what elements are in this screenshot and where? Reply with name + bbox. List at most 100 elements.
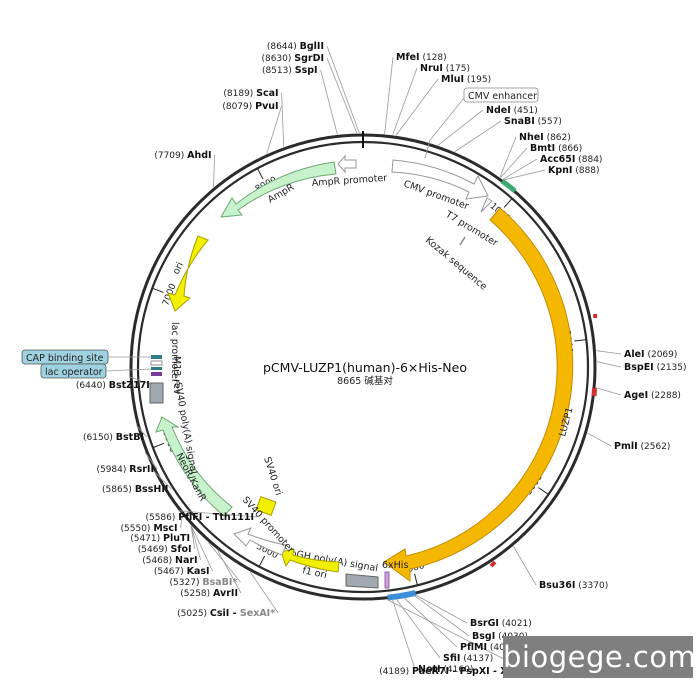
age-mark: [591, 387, 597, 397]
site-label: BsrGI (4021): [470, 618, 532, 629]
site-leader: [499, 136, 517, 178]
site-leader: [136, 425, 148, 438]
site-label: PmlI (2562): [614, 441, 670, 452]
feature-label-ampr-promoter: AmpR promoter: [311, 173, 387, 189]
site-label: SnaBI (557): [504, 116, 562, 127]
site-label: KpnI (888): [548, 165, 600, 176]
site-label: (6440) BstZ17I: [76, 380, 150, 391]
feature-cmv-promoter: [391, 159, 489, 200]
site-label: Bsu36I (3370): [539, 580, 608, 591]
site-leader: [403, 597, 458, 648]
feature-label-m13-rev: M13 rev: [171, 356, 182, 395]
site-leader: [266, 105, 282, 154]
site-label: (5468) NarI: [142, 555, 197, 566]
feature-luzp1: [383, 207, 574, 582]
feature-label-f1-ori: f1 ori: [301, 565, 328, 581]
feature-m13-mark: [151, 372, 162, 376]
site-label: (5327) BsaBI*: [170, 577, 238, 588]
site-label: (5025) CsiI - SexAI*: [177, 608, 275, 619]
site-label: (8630) SgrDI: [261, 53, 324, 64]
site-leader: [391, 599, 416, 670]
site-leader: [191, 526, 213, 572]
site-label: AgeI (2288): [624, 390, 681, 401]
site-label: NotI (4160): [418, 664, 473, 675]
feature-label-kozak: Kozak sequence: [423, 235, 489, 293]
site-leader: [513, 546, 537, 586]
site-leader: [596, 350, 622, 355]
site-leader: [190, 525, 195, 550]
feature-lacop-mark: [151, 367, 162, 370]
tick-mark: [152, 442, 165, 449]
site-leader: [392, 67, 418, 136]
site-label: BspEI (2135): [624, 362, 687, 373]
tick-mark: [414, 573, 418, 586]
feature-sv40-promoter: [233, 527, 287, 556]
site-leader: [178, 510, 258, 518]
site-leader: [503, 169, 546, 181]
tick-mark: [258, 555, 266, 567]
site-label: (5865) BssHII: [102, 484, 168, 495]
site-leader: [384, 56, 394, 135]
site-leader: [437, 109, 484, 146]
feature-cap-mark: [151, 355, 162, 359]
site-label: (5984) RsrII: [96, 464, 154, 475]
site-leader: [281, 92, 285, 147]
site-label: (5471) PluTI: [130, 533, 190, 544]
feature-label-sv40-ori: SV40 ori: [261, 456, 284, 497]
site-leader: [395, 78, 439, 136]
boxed-lac-operator: lac operator: [45, 367, 103, 378]
site-label: SfiI (4137): [443, 653, 493, 664]
feature-label-t7-promoter: T7 promoter: [443, 209, 500, 249]
feature-lac-promoter-mark: [150, 360, 163, 366]
site-label: MfeI (128): [396, 52, 447, 63]
site-leader: [180, 515, 183, 529]
site-leader: [454, 120, 502, 153]
site-leader: [190, 525, 201, 561]
feature-ori: [167, 235, 209, 312]
site-leader: [415, 594, 468, 624]
feature-label-lac-promoter: lac promoter: [169, 322, 180, 383]
boxed-cmv-enhancer: CMV enhancer: [468, 91, 537, 102]
tick-mark: [503, 198, 513, 208]
plasmid-title: pCMV-LUZP1(human)-6×His-Neo: [263, 360, 467, 375]
site-label: (8189) ScaI: [223, 88, 278, 99]
boxed-cmv-enhancer-box: [463, 87, 539, 103]
feature-grey-block: [149, 382, 164, 404]
watermark: biogege.com: [503, 636, 696, 678]
site-leader: [587, 432, 612, 447]
site-leader: [395, 598, 441, 659]
site-leader: [326, 57, 358, 134]
feature-label-ori: ori: [171, 260, 186, 276]
site-leader: [502, 158, 538, 180]
site-label: (8079) PvuI: [222, 101, 278, 112]
tick-mark: [256, 168, 264, 180]
site-label: MluI (195): [441, 74, 491, 85]
site-label: Acc65I (884): [540, 154, 602, 165]
site-label: (5550) MscI: [121, 523, 178, 534]
feature-label-6xhis: 6xHis: [382, 560, 408, 571]
site-leader: [144, 452, 158, 470]
bsu-mark: [489, 560, 497, 568]
feature-sv40-ori: [255, 496, 277, 516]
site-label: AleI (2069): [624, 349, 677, 360]
feature-bgh-polya: [345, 573, 379, 589]
feature-6xhis: [384, 571, 390, 589]
site-label: BmtI (866): [530, 143, 582, 154]
tick-mark: [574, 339, 587, 342]
site-leader: [320, 69, 338, 135]
site-label: (5258) AvrII: [180, 588, 238, 599]
feature-t7-promoter: [480, 197, 493, 213]
site-leader: [413, 595, 470, 637]
site-leader: [249, 571, 279, 614]
feature-ampr: [220, 161, 337, 218]
kpn-segment: [500, 178, 517, 193]
mcs-segment: [387, 590, 417, 601]
feature-neor: [155, 416, 233, 517]
site-leader: [326, 45, 360, 134]
plasmid-size: 8665 碱基对: [337, 375, 393, 387]
site-label: (5586) PflFI - Tth111I: [145, 512, 254, 523]
site-label: (6150) BstBI: [83, 432, 144, 443]
site-label: (5469) SfoI: [138, 544, 192, 555]
site-leader: [595, 387, 622, 396]
